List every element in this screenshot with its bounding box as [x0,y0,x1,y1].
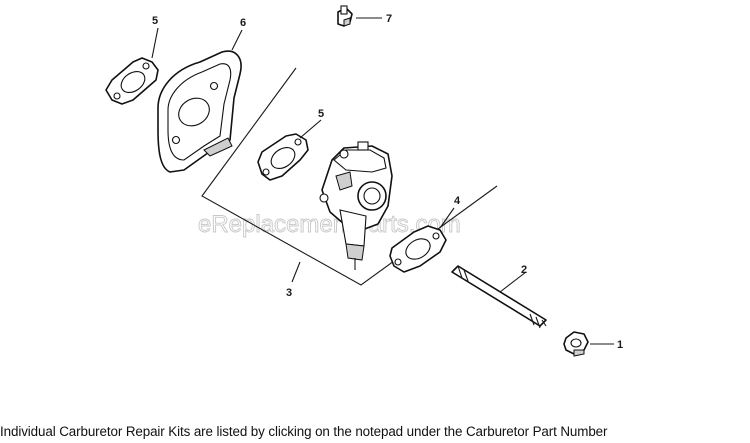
callout-5-left: 5 [152,15,158,27]
gasket-part-5-inner[interactable] [257,133,309,181]
leader-line-3 [291,261,301,283]
clip-part-7[interactable] [337,5,353,27]
callout-7: 7 [386,13,392,25]
callout-4: 4 [454,195,461,207]
gasket-part-4[interactable] [389,225,447,273]
callout-2: 2 [521,264,527,276]
nut-part-1[interactable] [563,331,589,357]
gasket-part-5-left[interactable] [105,57,159,105]
callout-3: 3 [286,287,292,299]
stud-part-2[interactable] [451,265,547,329]
callout-5-inner: 5 [318,108,324,120]
spacer-plate-part-6[interactable] [157,50,242,173]
callout-1: 1 [617,339,623,351]
carburetor-part-3[interactable] [319,141,393,270]
leader-line-2 [499,271,527,293]
leader-line-5-inner [299,119,322,139]
leader-line-4 [439,207,455,229]
footer-note: Individual Carburetor Repair Kits are li… [0,424,608,439]
leader-line-6 [231,29,243,51]
callout-6: 6 [240,17,246,29]
leader-line-5-left [151,27,159,59]
